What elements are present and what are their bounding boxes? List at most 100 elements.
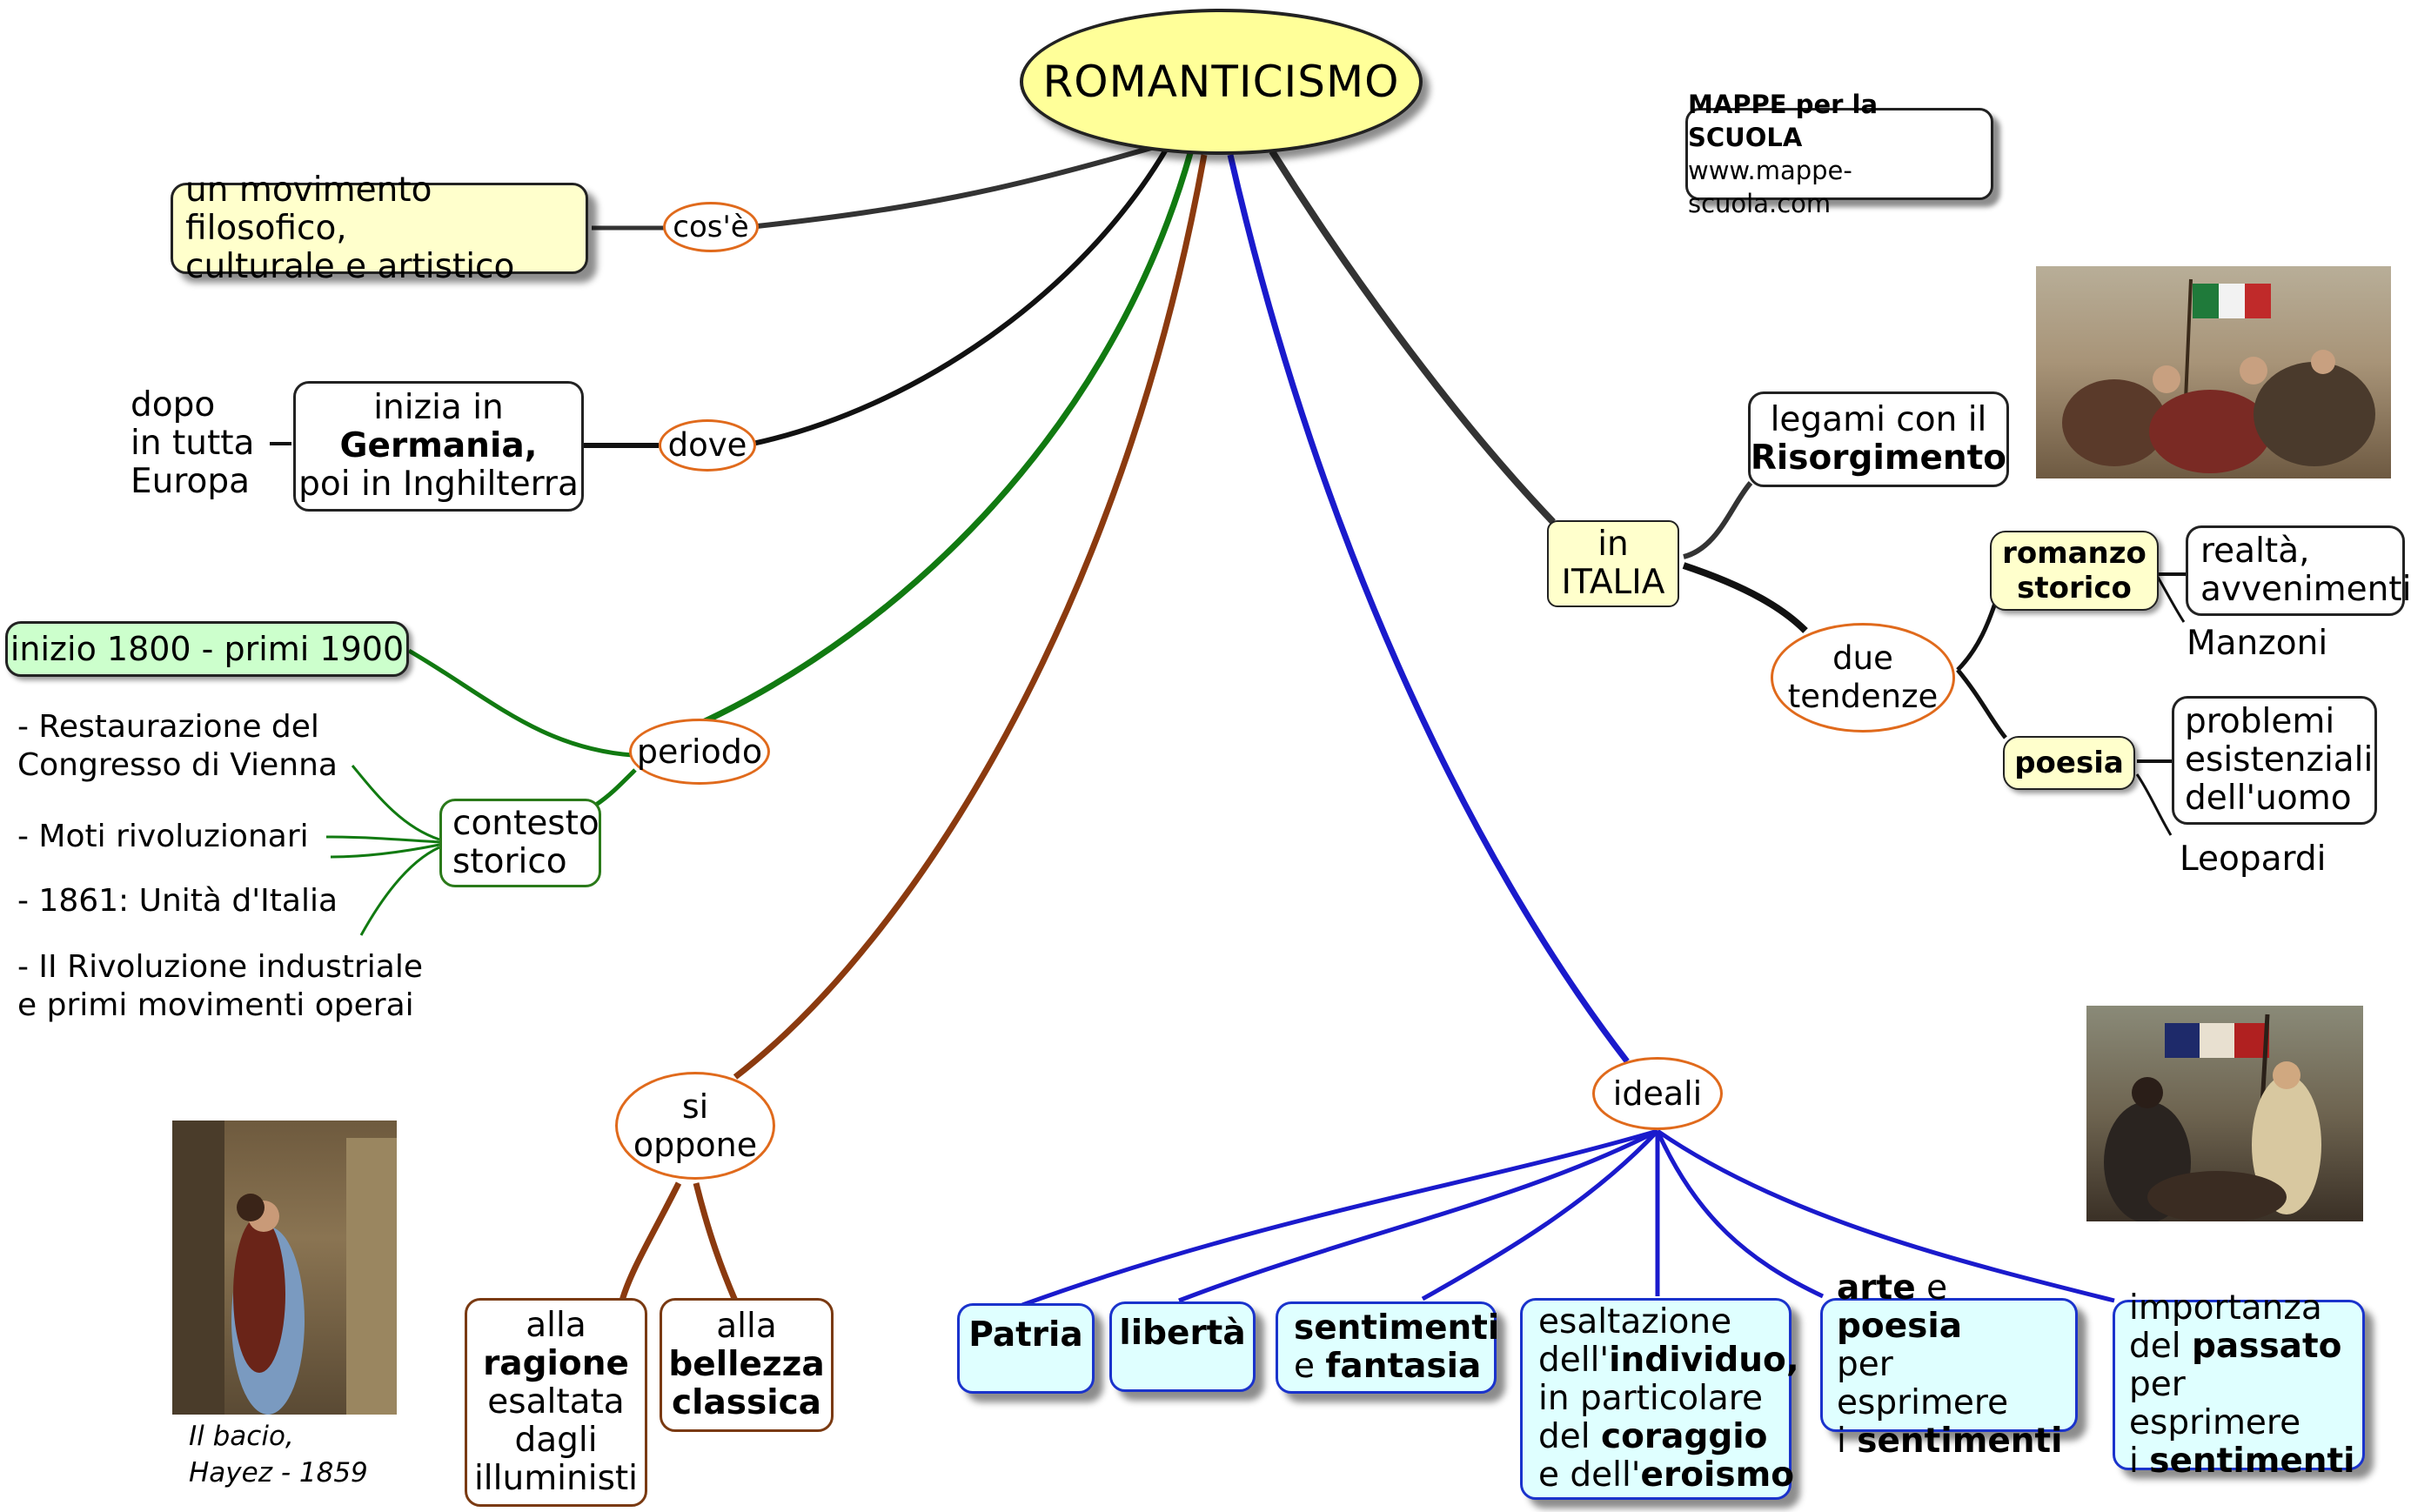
risorgimento-line-1: legami con il: [1770, 400, 1987, 439]
definition-box[interactable]: un movimento filosofico, culturale e art…: [171, 171, 588, 285]
fan-2: [325, 835, 440, 844]
italia-line-1: in: [1597, 525, 1629, 564]
dove-side-text: dopo in tutta Europa: [131, 386, 254, 501]
ideal-sentimenti[interactable]: sentimenti e fantasia: [1276, 1301, 1500, 1394]
realta-box[interactable]: realtà, avvenimenti: [2186, 525, 2411, 616]
tendenze-line-2: tendenze: [1787, 678, 1939, 715]
contesto-line-1: contesto: [452, 804, 599, 843]
painting-caption: Il bacio, Hayez - 1859: [189, 1418, 368, 1491]
contesto-item-1a: - Restaurazione del: [17, 709, 319, 745]
manzoni-label: Manzoni: [2187, 624, 2328, 663]
realta-line-2: avvenimenti: [2200, 570, 2411, 609]
contesto-item-4a: - II Rivoluzione industriale: [17, 949, 423, 985]
contesto-item-1b: Congresso di Vienna: [17, 747, 338, 783]
bellezza-box[interactable]: alla bellezza classica: [660, 1298, 834, 1432]
caption-line-1: Il bacio,: [189, 1421, 294, 1452]
problemi-line-3: dell'uomo: [2185, 779, 2352, 818]
link-leopardi: [2135, 773, 2173, 836]
dove-box[interactable]: inizia in Germania, poi in Inghilterra: [293, 381, 584, 512]
contesto-item-2: - Moti rivoluzionari: [17, 819, 309, 854]
problemi-line-2: esistenziali: [2185, 740, 2374, 779]
esalt-line-2: dell'individuo,: [1538, 1341, 1799, 1380]
dove-line-2: Germania,: [339, 426, 538, 465]
definition-line-2: culturale e artistico: [185, 246, 515, 286]
esalt-line-4: del coraggio: [1538, 1417, 1768, 1456]
brand-box[interactable]: MAPPE per la SCUOLA www.mappe-scuola.com: [1685, 90, 1993, 218]
sentimenti-line-1: sentimenti: [1294, 1308, 1500, 1348]
poesia-box[interactable]: poesia: [2003, 736, 2135, 790]
passato-line-3: per esprimere: [2129, 1365, 2301, 1442]
link-label-ideali[interactable]: ideali: [1592, 1057, 1723, 1130]
ragione-line-3: esaltata: [487, 1382, 625, 1422]
risorgimento-box[interactable]: legami con il Risorgimento: [1748, 391, 2009, 487]
sentimenti-line-2: e fantasia: [1294, 1347, 1482, 1386]
contesto-item-3: - 1861: Unità d'Italia: [17, 883, 338, 919]
contesto-box[interactable]: contesto storico: [439, 799, 601, 887]
italia-line-2: ITALIA: [1561, 563, 1665, 602]
brand-title: MAPPE per la SCUOLA: [1688, 90, 1879, 152]
romanzo-storico-box[interactable]: romanzo storico: [1990, 531, 2159, 611]
liberty-painting: [2086, 1006, 2363, 1221]
romanzo-line-1: romanzo: [2002, 536, 2146, 571]
ragione-box[interactable]: alla ragione esaltata dagli illuministi: [465, 1298, 647, 1507]
poesia-label: poesia: [2014, 746, 2124, 780]
esalt-line-5: e dell'eroismo: [1538, 1455, 1795, 1495]
fan-3: [330, 843, 440, 859]
problemi-line-1: problemi: [2185, 702, 2335, 741]
passato-line-1: importanza: [2129, 1288, 2322, 1328]
ideal-patria[interactable]: Patria: [957, 1303, 1095, 1394]
italia-node[interactable]: in ITALIA: [1547, 520, 1679, 607]
link-label-dove[interactable]: dove: [659, 419, 756, 472]
period-range-box[interactable]: inizio 1800 - primi 1900: [5, 621, 409, 677]
link-patria: [1021, 1128, 1658, 1308]
dove-side-line-1: dopo: [131, 385, 216, 425]
leopardi-label: Leopardi: [2180, 840, 2327, 879]
ragione-line-2: ragione: [483, 1344, 629, 1383]
risorgimento-line-2: Risorgimento: [1750, 438, 2007, 478]
liberty-figures: [2104, 1014, 2321, 1221]
link-passato: [1656, 1128, 2115, 1303]
link-label-si-oppone[interactable]: si oppone: [615, 1072, 775, 1180]
link-periodo-contesto: [594, 768, 637, 807]
si-oppone-line-1: si: [681, 1087, 709, 1126]
ragione-line-1: alla: [526, 1306, 586, 1345]
bellezza-line-2: bellezza: [668, 1345, 825, 1384]
link-label-periodo[interactable]: periodo: [629, 719, 770, 785]
link-label-cose[interactable]: cos'è: [663, 202, 759, 252]
link-periodo-range: [407, 648, 633, 758]
dove-line-3: poi in Inghilterra: [298, 465, 579, 504]
bellezza-line-3: classica: [671, 1383, 822, 1422]
arte-line-1: arte e poesia: [1837, 1268, 1963, 1346]
link-romanzo: [1956, 598, 1999, 672]
link-italia: [1269, 149, 1556, 525]
link-ragione: [619, 1181, 682, 1301]
liberta-label: libertà: [1119, 1314, 1246, 1353]
ideal-passato[interactable]: importanza del passato per esprimere i s…: [2113, 1289, 2365, 1481]
si-oppone-line-2: oppone: [633, 1126, 758, 1164]
hayez-painting: [172, 1121, 397, 1415]
passato-line-4: i sentimenti: [2129, 1442, 2355, 1481]
dove-line-1: inizia in: [373, 388, 504, 427]
definition-line-1: un movimento filosofico,: [185, 170, 432, 248]
hayez-figures: [172, 1121, 397, 1415]
ideal-liberta[interactable]: libertà: [1109, 1301, 1256, 1392]
link-poesia: [1956, 668, 2007, 739]
link-ideali: [1227, 154, 1630, 1064]
arte-line-2: per esprimere: [1837, 1345, 2009, 1422]
link-liberta: [1178, 1128, 1659, 1303]
central-topic[interactable]: ROMANTICISMO: [1020, 9, 1423, 155]
romanzo-line-2: storico: [2017, 571, 2132, 605]
ideal-arte[interactable]: arte e poesia per esprimere i sentimenti: [1820, 1269, 2078, 1461]
tendenze-line-1: due: [1832, 639, 1893, 677]
link-label-tendenze[interactable]: due tendenze: [1771, 623, 1955, 733]
ideal-esaltazione[interactable]: esaltazione dell'individuo, in particola…: [1520, 1298, 1799, 1500]
bellezza-line-1: alla: [716, 1307, 777, 1346]
dove-side-line-2: in tutta: [131, 424, 255, 463]
fan-4: [359, 846, 440, 936]
problemi-box[interactable]: problemi esistenziali dell'uomo: [2172, 696, 2377, 825]
patria-label: Patria: [968, 1315, 1083, 1355]
dove-side-line-3: Europa: [131, 462, 251, 501]
contesto-line-2: storico: [452, 842, 567, 881]
link-dove: [752, 148, 1169, 446]
ragione-line-5: illuministi: [473, 1459, 639, 1498]
